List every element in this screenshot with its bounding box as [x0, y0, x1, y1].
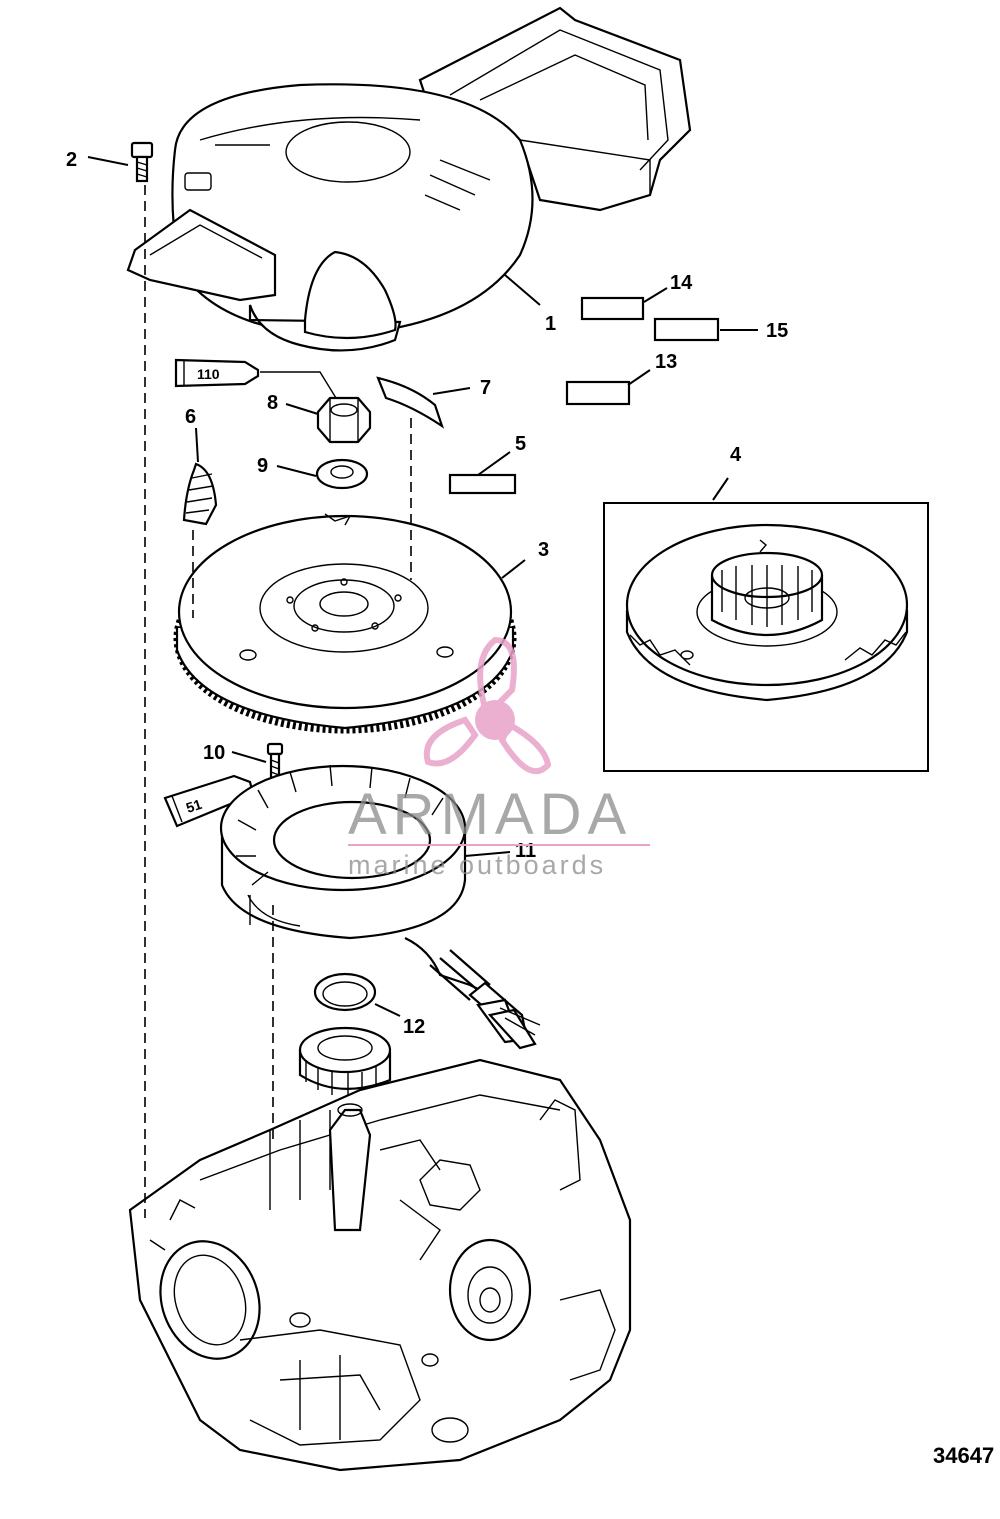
- bolt: [130, 141, 154, 183]
- sealant-tube-110: 110: [174, 358, 260, 388]
- curved-segment: [182, 462, 218, 526]
- callout-8: 8: [267, 392, 278, 414]
- decal-5: [448, 473, 517, 495]
- decal-14: [580, 296, 645, 321]
- callout-13: 13: [655, 351, 677, 373]
- decal-15: [653, 317, 720, 342]
- powerhead-block: [128, 1058, 632, 1472]
- nut: [316, 396, 372, 444]
- flywheel-key: [376, 376, 445, 429]
- callout-3: 3: [538, 539, 549, 561]
- callout-2: 2: [66, 149, 77, 171]
- drive-gear: [298, 1026, 392, 1096]
- callout-12: 12: [403, 1016, 425, 1038]
- callout-5: 5: [515, 433, 526, 455]
- alternate-flywheel-inset: [603, 502, 929, 772]
- callout-6: 6: [185, 406, 196, 428]
- callout-15: 15: [766, 320, 788, 342]
- screw: [266, 742, 284, 780]
- propeller-icon: [423, 636, 552, 775]
- flywheel: [173, 513, 517, 734]
- washer: [315, 458, 369, 490]
- watermark: ARMADA marine outboards: [348, 636, 650, 880]
- callout-1: 1: [545, 313, 556, 335]
- tube-label-51: 51: [184, 796, 204, 816]
- seal-ring: [313, 972, 377, 1012]
- callout-14: 14: [670, 272, 693, 294]
- callout-9: 9: [257, 455, 268, 477]
- callout-7: 7: [480, 377, 491, 399]
- callout-4: 4: [730, 444, 742, 466]
- alignment-lines: [144, 185, 412, 1218]
- callout-10: 10: [203, 742, 225, 764]
- tube-label-110: 110: [197, 366, 220, 382]
- flywheel-cover: [126, 6, 692, 352]
- decal-13: [565, 380, 631, 406]
- leader-lines: [87, 156, 758, 1017]
- watermark-subtitle: marine outboards: [348, 850, 606, 880]
- watermark-title: ARMADA: [348, 782, 632, 847]
- figure-number: 34647: [933, 1443, 994, 1468]
- stator-lead-connectors: [468, 981, 541, 1050]
- stator: [219, 764, 491, 1001]
